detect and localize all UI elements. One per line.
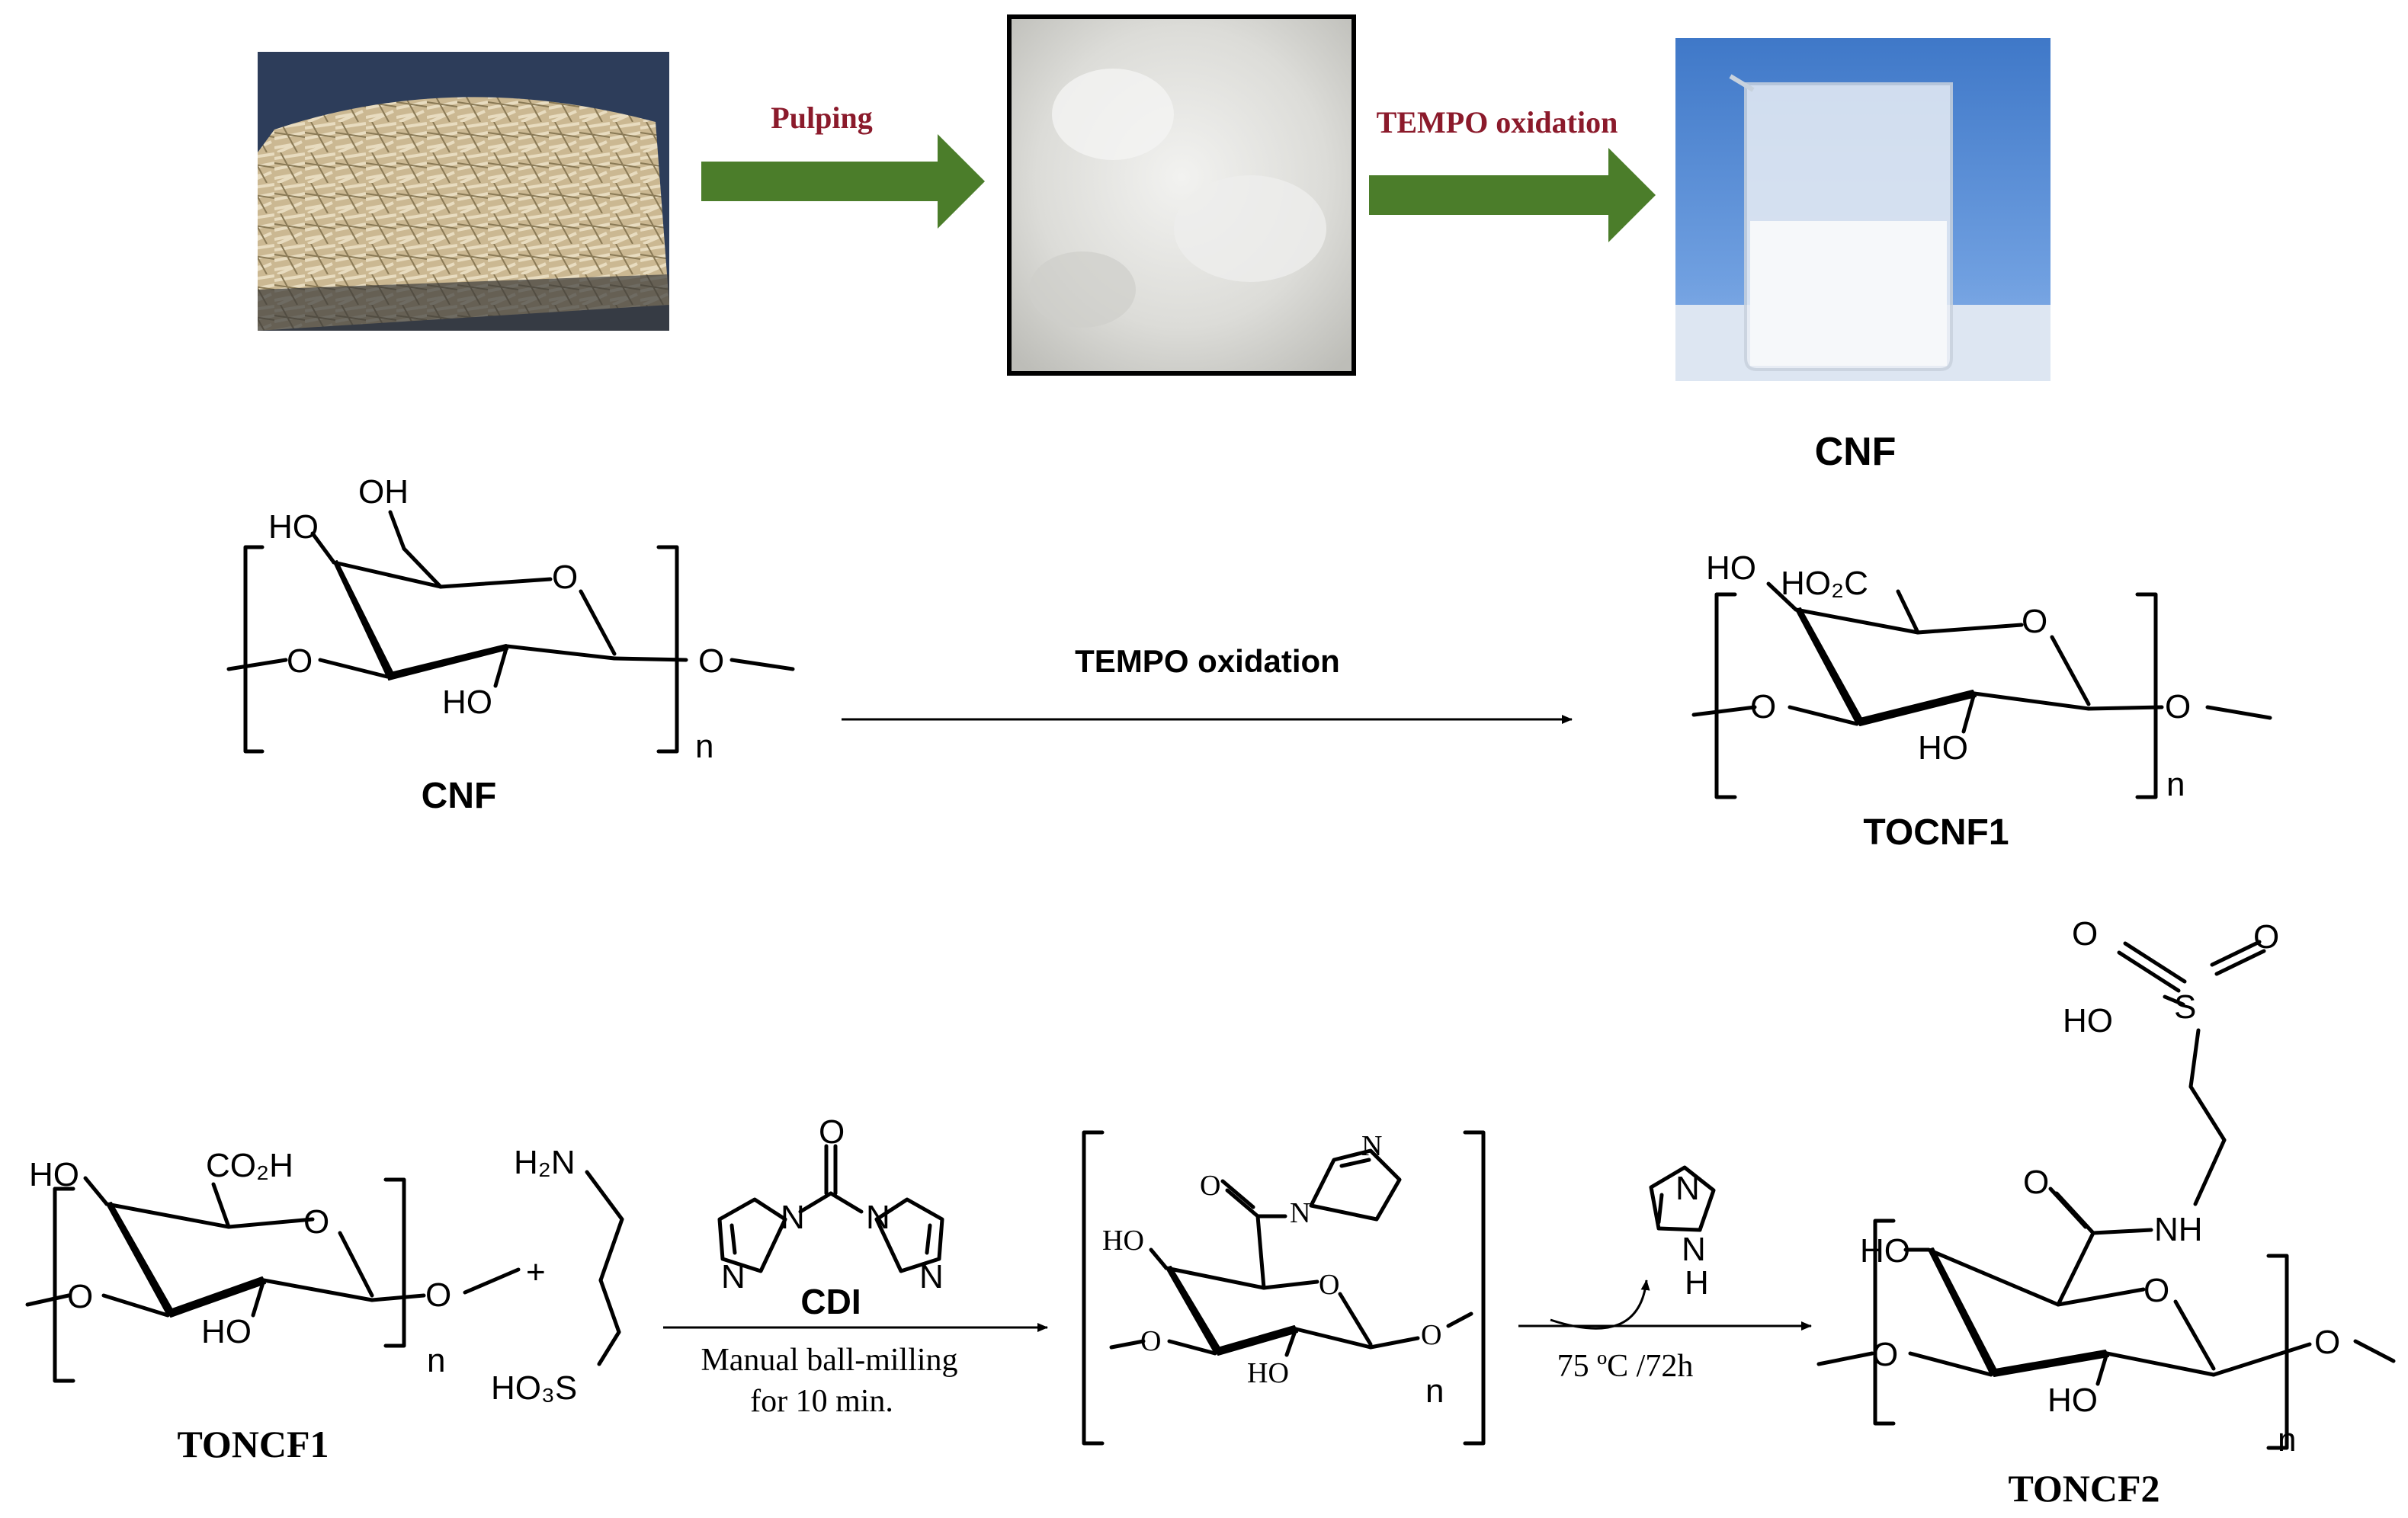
atom-o: O: [1421, 1319, 1441, 1351]
time-condition: for 10 min.: [750, 1384, 893, 1419]
atom-oh: OH: [358, 473, 409, 511]
atom-ho2c: HO₂C: [1781, 565, 1868, 602]
atom-o: O: [2165, 688, 2191, 725]
atom-h2n: H₂N: [514, 1144, 576, 1181]
atom-o: O: [552, 559, 578, 596]
atom-o: O: [2314, 1324, 2340, 1361]
atom-o: O: [2253, 918, 2279, 956]
atom-o: O: [425, 1276, 451, 1314]
atom-ho: HO: [1860, 1232, 1910, 1270]
toncf1-label: TONCF1: [177, 1423, 329, 1465]
atom-ho: HO: [1247, 1357, 1289, 1389]
atom-ho: HO: [1102, 1225, 1144, 1257]
pulping-arrow: [701, 134, 985, 229]
atom-n: N: [919, 1258, 944, 1295]
tempo-arrow: [1369, 148, 1656, 242]
tocnf1-structure: HO HO₂C O O O HO n: [1691, 549, 2272, 803]
atom-s: S: [2174, 988, 2196, 1026]
pulp-photo: [1007, 14, 1356, 376]
cdi-label: CDI: [800, 1282, 861, 1321]
cnf-structure-label: CNF: [422, 776, 497, 816]
atom-n: N: [1361, 1130, 1382, 1162]
atom-n-repeat: n: [427, 1342, 445, 1379]
atom-n: N: [781, 1199, 805, 1236]
atom-n-repeat: n: [2278, 1421, 2296, 1459]
atom-o: O: [1750, 688, 1776, 725]
atom-o: O: [1872, 1336, 1898, 1373]
atom-n: N: [1682, 1231, 1706, 1268]
atom-n: N: [866, 1199, 890, 1236]
toncf2-label: TONCF2: [2008, 1467, 2160, 1510]
atom-n-repeat: n: [695, 728, 713, 765]
atom-co2h: CO₂H: [206, 1147, 293, 1184]
atom-ho: HO: [442, 684, 492, 721]
plus-sign: +: [526, 1254, 546, 1291]
atom-nh: NH: [2154, 1211, 2203, 1248]
intermediate-structure: HO O N N O O O HO n: [1082, 1130, 1486, 1446]
atom-o: O: [303, 1203, 329, 1241]
atom-o: O: [2143, 1272, 2169, 1309]
atom-ho: HO: [1918, 729, 1968, 767]
beaker-photo: [1675, 38, 2050, 381]
tempo-step-label: TEMPO oxidation: [1377, 105, 1618, 139]
imidazole-structure: N N H: [1649, 1165, 1716, 1302]
atom-ho: HO: [1706, 549, 1756, 587]
cnf-product-label: CNF: [1815, 430, 1897, 474]
toncf1-structure: HO CO₂H O O O HO n +: [25, 1147, 546, 1383]
atom-o: O: [1319, 1269, 1339, 1301]
atom-n-repeat: n: [2166, 766, 2185, 803]
atom-ho: HO: [2047, 1382, 2098, 1419]
reaction1-arrow-label: TEMPO oxidation: [1075, 643, 1340, 679]
atom-o: O: [819, 1113, 845, 1151]
atom-o: O: [67, 1278, 93, 1315]
atom-ho3s: HO₃S: [491, 1369, 577, 1407]
atom-ho: HO: [268, 508, 319, 546]
atom-o: O: [287, 642, 313, 680]
atom-ho: HO: [29, 1156, 79, 1193]
straw-photo: [258, 52, 669, 331]
atom-h: H: [1685, 1264, 1709, 1302]
tocnf1-label: TOCNF1: [1863, 812, 2009, 853]
atom-o: O: [2072, 915, 2098, 953]
atom-n: N: [721, 1258, 745, 1295]
atom-n: N: [1675, 1170, 1700, 1207]
atom-ho: HO: [2063, 1002, 2113, 1039]
atom-o: O: [698, 642, 724, 680]
temperature-condition: 75 ºC /72h: [1557, 1349, 1694, 1384]
pulping-label: Pulping: [771, 101, 872, 135]
atom-o: O: [1200, 1170, 1220, 1202]
cnf-structure: HO OH O O O HO n: [226, 473, 795, 765]
atom-o: O: [2023, 1164, 2049, 1201]
atom-o: O: [1140, 1325, 1161, 1357]
atom-n: N: [1290, 1197, 1310, 1229]
atom-ho: HO: [201, 1313, 252, 1350]
atom-o: O: [2022, 603, 2047, 640]
byproduct-curved-arrow: [1550, 1279, 1650, 1330]
atom-n-repeat: n: [1425, 1372, 1444, 1410]
toncf2-structure: HO O NH O O O HO n S O O HO: [1816, 915, 2396, 1459]
cdi-structure: O N N N N: [717, 1113, 944, 1295]
ball-milling-condition: Manual ball-milling: [701, 1343, 957, 1378]
taurine-structure: H₂N HO₃S: [491, 1144, 624, 1407]
